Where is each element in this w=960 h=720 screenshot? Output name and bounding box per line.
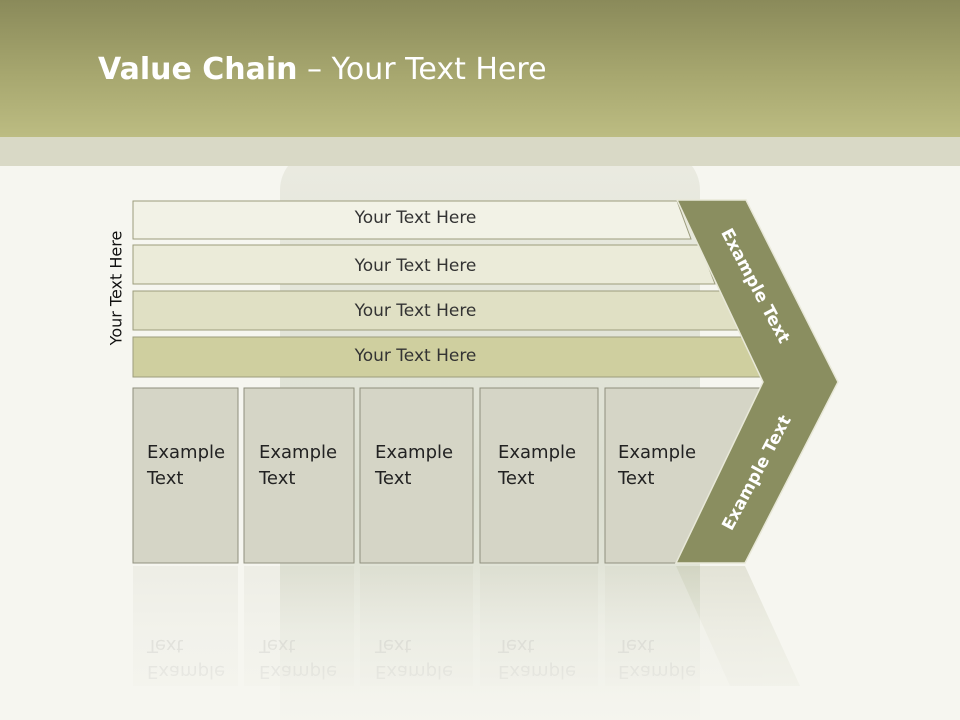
band-2[interactable] <box>132 244 716 285</box>
band-3-text: Your Text Here <box>354 301 477 321</box>
band-1[interactable] <box>132 200 692 240</box>
box-4[interactable] <box>479 387 599 564</box>
band-2-text: Your Text Here <box>354 256 477 276</box>
band-1-text: Your Text Here <box>354 208 477 228</box>
band-4-text: Your Text Here <box>354 346 477 366</box>
slide-title: Value Chain – Your Text Here <box>98 52 547 87</box>
box-1[interactable] <box>132 387 239 564</box>
bottom-fade <box>0 560 960 720</box>
header-band <box>0 0 960 137</box>
box-3[interactable] <box>359 387 474 564</box>
header-strip <box>0 137 960 166</box>
box-2[interactable] <box>243 387 355 564</box>
title-rest: – Your Text Here <box>297 52 547 87</box>
title-bold: Value Chain <box>98 52 298 87</box>
